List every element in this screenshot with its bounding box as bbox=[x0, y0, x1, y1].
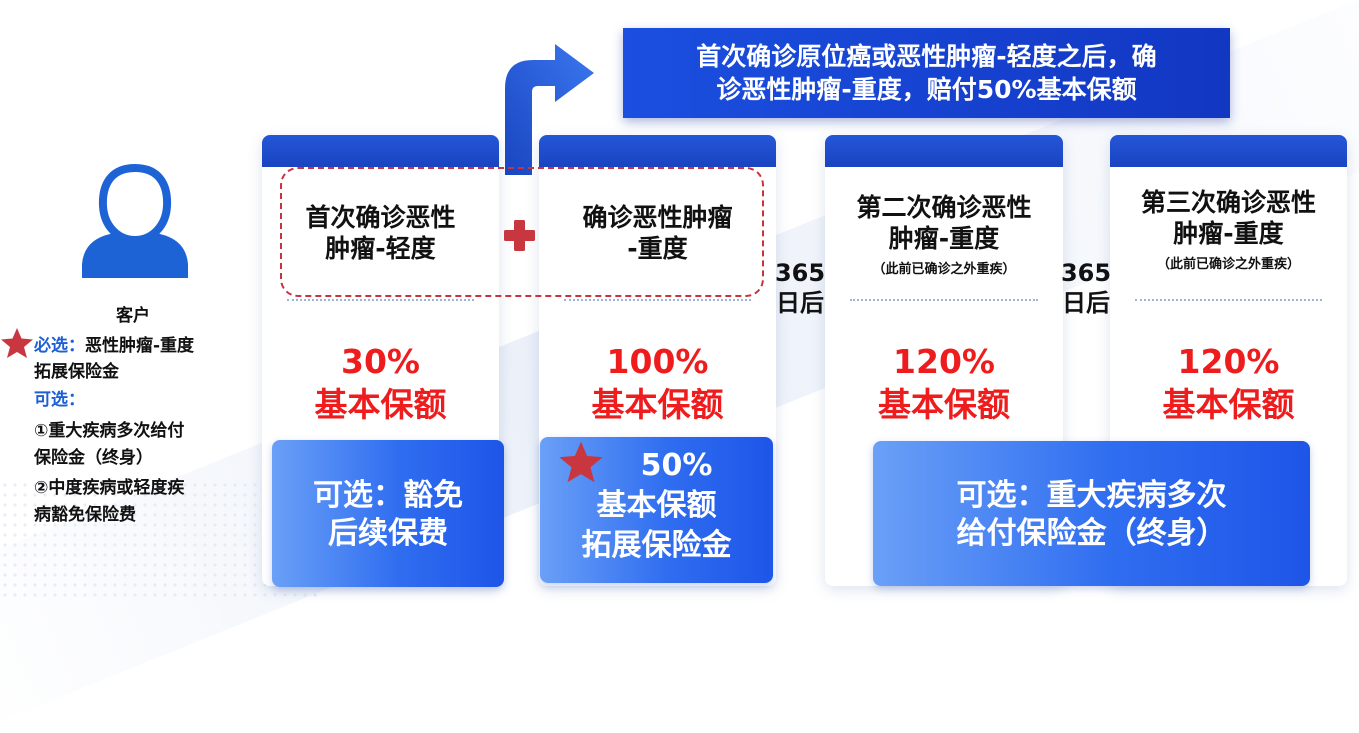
dotted-divider bbox=[850, 299, 1038, 301]
stage-title-line1: 首次确诊恶性 bbox=[305, 203, 456, 232]
up-right-arrow-icon bbox=[505, 44, 594, 175]
option-line: 后续保费 bbox=[328, 516, 448, 551]
option-line: 给付保险金（终身） bbox=[956, 516, 1227, 551]
option-line: 基本保额 bbox=[596, 488, 717, 523]
highlight-banner: 首次确诊原位癌或恶性肿瘤-轻度之后，确 诊恶性肿瘤-重度，赔付50%基本保额 bbox=[623, 28, 1230, 118]
stage-percent-label: 基本保额 bbox=[314, 385, 447, 424]
stage-title-line2: 肿瘤-重度 bbox=[1173, 219, 1284, 248]
banner-line2: 诊恶性肿瘤-重度，赔付50%基本保额 bbox=[716, 75, 1137, 104]
stage-title-line1: 确诊恶性肿瘤 bbox=[582, 203, 733, 232]
option-multi-pay-box: 可选：重大疾病多次 给付保险金（终身） bbox=[873, 441, 1310, 586]
stage-percent: 120% bbox=[1177, 342, 1280, 381]
card-header-bar bbox=[539, 135, 776, 167]
stage-percent-label: 基本保额 bbox=[1162, 385, 1295, 424]
card-header-bar bbox=[825, 135, 1063, 167]
customer-avatar-icon bbox=[82, 163, 188, 278]
dotted-divider bbox=[564, 299, 751, 301]
required-label: 必选： bbox=[34, 336, 85, 356]
stage-percent: 30% bbox=[341, 342, 420, 381]
stage-title-line1: 第二次确诊恶性 bbox=[856, 193, 1032, 222]
gap-unit: 日后 bbox=[776, 289, 824, 317]
banner-line1: 首次确诊原位癌或恶性肿瘤-轻度之后，确 bbox=[696, 42, 1157, 71]
stage-note: （此前已确诊之外重疾） bbox=[1156, 257, 1300, 272]
dashed-group-box bbox=[280, 167, 764, 297]
option-line: 可选：豁免 bbox=[313, 478, 463, 513]
gap-label-1: 365 日后 bbox=[770, 258, 830, 318]
stage-title-line2: 肿瘤-重度 bbox=[888, 224, 1000, 253]
optional-item: ②中度疾病或轻度疾 bbox=[34, 478, 185, 498]
required-item: 必选：恶性肿瘤-重度 bbox=[34, 331, 194, 356]
gap-label-2: 365 日后 bbox=[1056, 258, 1116, 318]
optional-item: 病豁免保险费 bbox=[34, 505, 136, 525]
stage-title-line2: 肿瘤-轻度 bbox=[325, 234, 436, 263]
optional-item: 保险金（终身） bbox=[34, 448, 153, 468]
option-line: 拓展保险金 bbox=[581, 528, 732, 563]
optional-label: 可选： bbox=[34, 390, 85, 410]
dotted-divider bbox=[287, 299, 474, 301]
option-waiver-box: 可选：豁免 后续保费 bbox=[272, 440, 504, 587]
stage-note: （此前已确诊之外重疾） bbox=[872, 262, 1016, 277]
plus-icon bbox=[504, 220, 535, 251]
optional-item: ①重大疾病多次给付 bbox=[34, 421, 185, 441]
stage-percent-label: 基本保额 bbox=[878, 385, 1010, 424]
star-icon bbox=[559, 441, 603, 483]
required-line1: 恶性肿瘤-重度 bbox=[85, 336, 195, 356]
customer-label: 客户 bbox=[116, 306, 150, 326]
stage-card-3: 第二次确诊恶性 肿瘤-重度 （此前已确诊之外重疾） 120% 基本保额 bbox=[825, 135, 1063, 586]
gap-days: 365 bbox=[774, 259, 826, 287]
stage-percent: 100% bbox=[606, 342, 709, 381]
card-header-bar bbox=[1110, 135, 1347, 167]
card-header-bar bbox=[262, 135, 499, 167]
dotted-divider bbox=[1135, 299, 1322, 301]
gap-days: 365 bbox=[1060, 259, 1112, 287]
stage-title-line1: 第三次确诊恶性 bbox=[1140, 188, 1316, 217]
required-line2: 拓展保险金 bbox=[34, 362, 119, 382]
stage-title-line2: -重度 bbox=[627, 234, 688, 263]
option-line: 50% bbox=[640, 448, 713, 483]
stage-percent-label: 基本保额 bbox=[591, 385, 724, 424]
stage-percent: 120% bbox=[893, 342, 995, 381]
star-icon bbox=[1, 328, 33, 358]
gap-unit: 日后 bbox=[1062, 289, 1110, 317]
option-line: 可选：重大疾病多次 bbox=[956, 478, 1227, 513]
